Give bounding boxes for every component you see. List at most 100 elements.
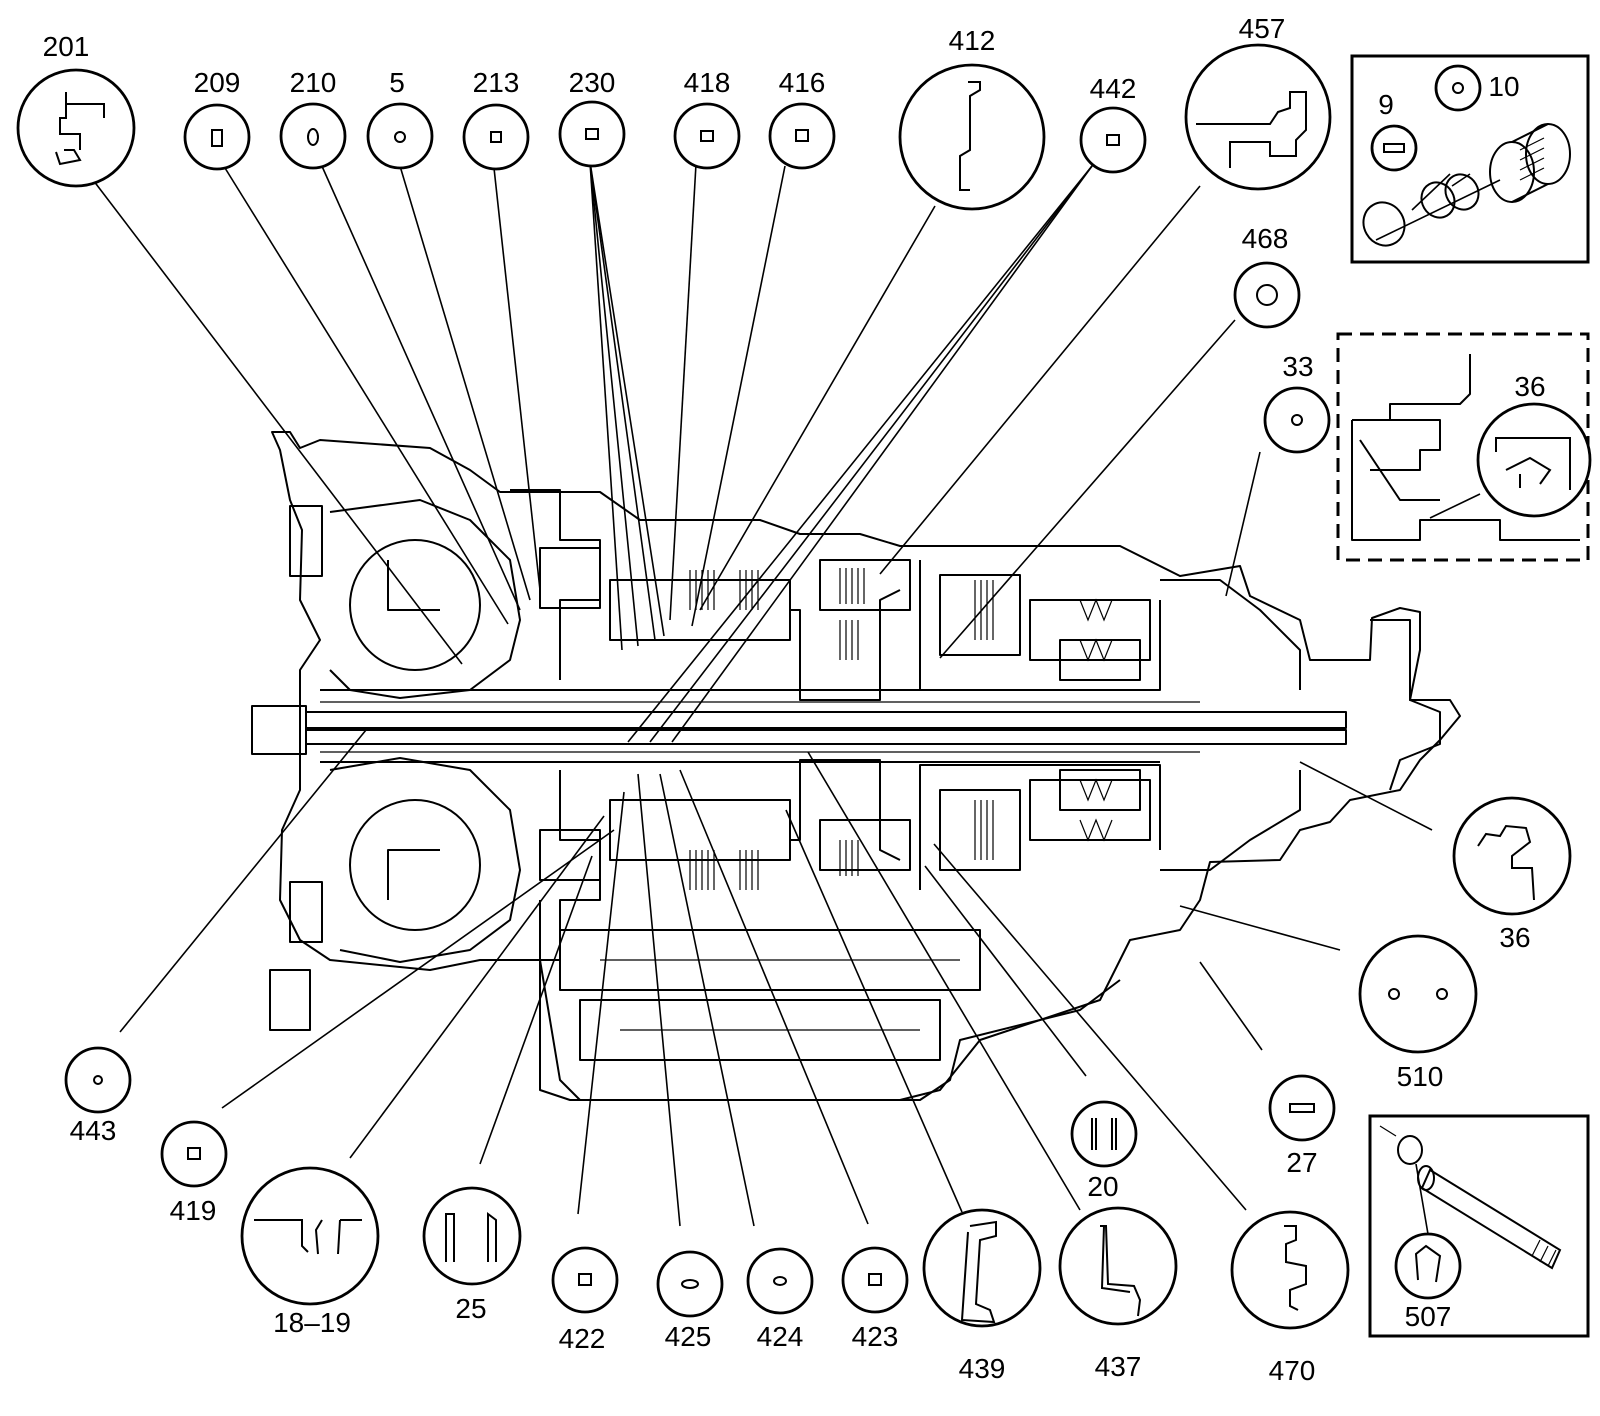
callout-label: 437: [1095, 1351, 1142, 1382]
inset-detail: 36: [1336, 332, 1592, 562]
callout-510: 510: [1358, 934, 1478, 1092]
ring-10b: [1444, 173, 1480, 211]
callout-210: 210: [279, 67, 347, 170]
seal-profile-icon: [1100, 1225, 1142, 1317]
seal-profile-icon: [55, 92, 105, 166]
callout-412: 412: [898, 25, 1046, 211]
o-ring-icon: [681, 1279, 699, 1289]
o-ring-icon: [93, 1075, 103, 1085]
callout-label: 457: [1239, 13, 1286, 44]
bushing-icon: [1397, 1135, 1423, 1165]
callout-label: 213: [473, 67, 520, 98]
callout-425: 425: [656, 1250, 724, 1352]
callout-27: 27: [1268, 1074, 1336, 1178]
seal-profile-icon: [1091, 1118, 1117, 1150]
callout-33: 33: [1263, 351, 1331, 454]
callout-5: 5: [366, 67, 434, 170]
o-ring-icon: [1452, 82, 1464, 94]
callout-470: 470: [1230, 1210, 1350, 1386]
seal-profile-icon: [1477, 824, 1535, 901]
inset-9-circle: [1370, 124, 1418, 172]
callout-230: 230: [558, 67, 626, 168]
inset-9-label: 9: [1378, 89, 1394, 120]
transmission-cross-section: [251, 431, 1461, 1101]
seal-profile-icon: [445, 1212, 497, 1262]
callout-label: 423: [852, 1321, 899, 1352]
callout-422: 422: [551, 1246, 619, 1354]
callout-label: 412: [949, 25, 996, 56]
callout-437: 437: [1058, 1206, 1178, 1382]
ring-9: [1362, 201, 1406, 247]
piston-icon: [1489, 123, 1571, 203]
inset-rings: 9 10: [1350, 54, 1590, 264]
callout-20: 20: [1070, 1100, 1138, 1202]
square-seal-icon: [1106, 134, 1120, 146]
callout-label: 416: [779, 67, 826, 98]
callout-439: 439: [922, 1208, 1042, 1384]
seal-profile-icon: [1196, 91, 1307, 168]
callout-18-19: 18–19: [240, 1166, 380, 1338]
o-ring-icon: [773, 1276, 787, 1286]
callout-423: 423: [841, 1246, 909, 1352]
callout-label: 18–19: [273, 1307, 351, 1338]
o-ring-icon: [394, 131, 406, 143]
callout-25: 25: [422, 1186, 522, 1324]
callout-label: 210: [290, 67, 337, 98]
seal-profile-icon: [254, 1219, 362, 1255]
callout-36-right: 36: [1452, 796, 1572, 953]
callout-label: 27: [1286, 1147, 1317, 1178]
callout-468: 468: [1233, 223, 1301, 329]
callout-label: 230: [569, 67, 616, 98]
square-seal-icon: [578, 1273, 592, 1286]
square-seal-icon: [795, 129, 809, 142]
square-seal-icon: [1383, 143, 1405, 153]
callout-label: 25: [455, 1293, 486, 1324]
clutch-pack-lower: [609, 769, 1151, 871]
o-ring-icon: [307, 128, 319, 146]
callout-424: 424: [746, 1247, 814, 1352]
callout-443: 443: [64, 1046, 132, 1146]
square-seal-icon: [585, 128, 599, 140]
callout-label: 424: [757, 1321, 804, 1352]
callout-209: 209: [183, 67, 251, 171]
inset-shaft: 507: [1368, 1114, 1590, 1338]
callout-label: 470: [1269, 1355, 1316, 1386]
callout-label: 439: [959, 1353, 1006, 1384]
callout-label: 20: [1087, 1171, 1118, 1202]
callout-label: 201: [43, 31, 90, 62]
ring-10a: [1420, 181, 1456, 219]
callout-label: 5: [389, 67, 405, 98]
square-seal-icon: [868, 1273, 882, 1286]
callout-419: 419: [160, 1120, 228, 1226]
o-ring-icon: [1291, 414, 1303, 426]
inset-10-label: 10: [1488, 71, 1519, 102]
callout-label: 425: [665, 1321, 712, 1352]
o-ring-icon: [1256, 284, 1278, 306]
callout-442: 442: [1079, 73, 1147, 174]
callout-label: 422: [559, 1323, 606, 1354]
callout-label: 443: [70, 1115, 117, 1146]
callout-label: 209: [194, 67, 241, 98]
clutch-plates: [689, 568, 1113, 890]
callout-label: 510: [1397, 1061, 1444, 1092]
callout-418: 418: [673, 67, 741, 170]
seal-ring-icon: [1289, 1103, 1315, 1113]
callout-label: 468: [1242, 223, 1289, 254]
inset-507-label: 507: [1405, 1301, 1452, 1332]
square-seal-icon: [700, 130, 714, 142]
inset-36-label: 36: [1514, 371, 1545, 402]
callout-416: 416: [768, 67, 836, 170]
seal-profile-icon: [960, 1220, 997, 1324]
square-seal-icon: [187, 1147, 201, 1160]
seal-profile-icon: [959, 81, 981, 191]
callout-201: 201: [16, 31, 136, 188]
inset-10-circle: [1434, 64, 1482, 112]
seal-profile-icon: [1414, 1244, 1442, 1283]
callout-label: 33: [1282, 351, 1313, 382]
leader-lines: [89, 161, 1471, 1227]
inset-507-circle: [1394, 1232, 1462, 1300]
square-seal-icon: [211, 129, 223, 147]
callout-label: 442: [1090, 73, 1137, 104]
